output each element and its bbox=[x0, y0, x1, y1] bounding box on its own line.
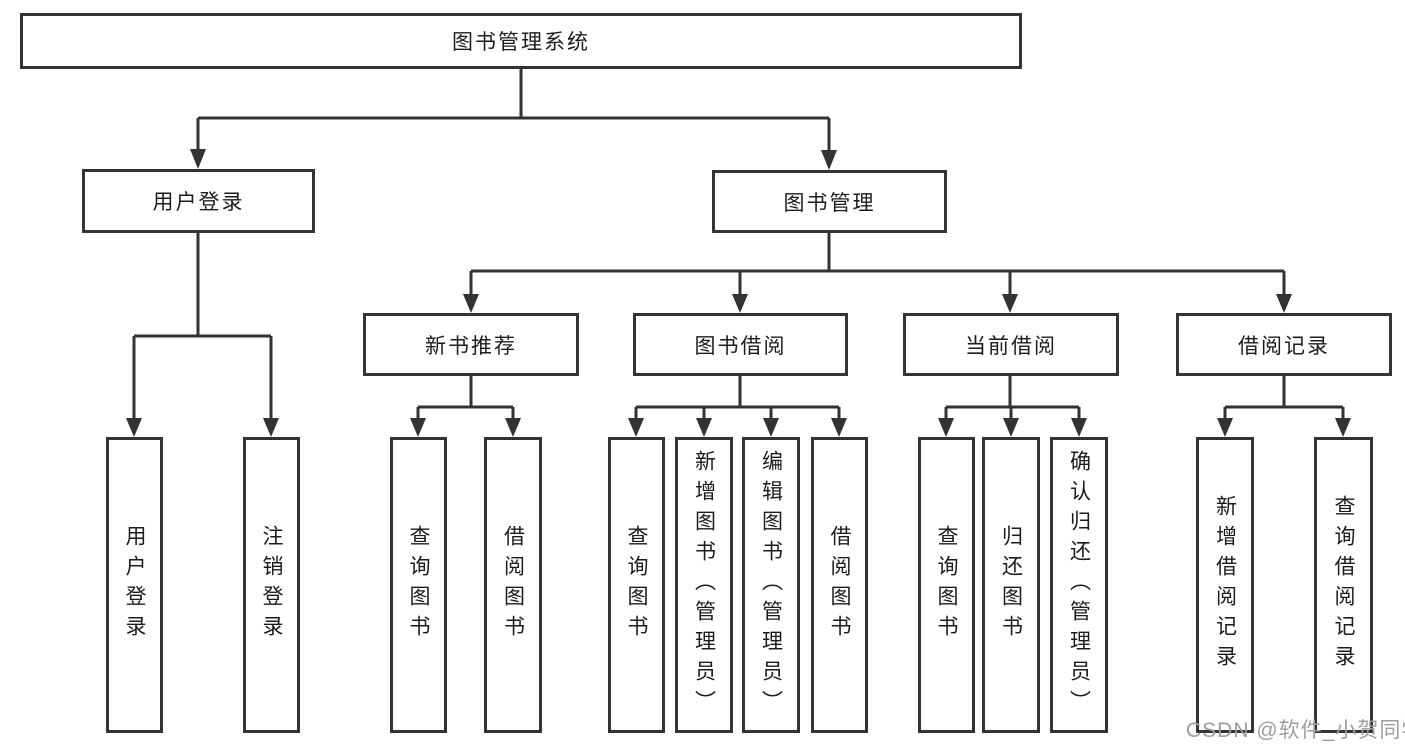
connector-root-to-level2 bbox=[190, 69, 837, 170]
leaf-user-login: 用户登录 bbox=[106, 437, 163, 733]
leaf-current-return-books: 归还图书 bbox=[982, 437, 1040, 733]
leaf-current-query-books-label: 查询图书 bbox=[935, 525, 958, 645]
leaf-records-add-record-label: 新增借阅记录 bbox=[1213, 495, 1237, 675]
node-new-book-recommend-label: 新书推荐 bbox=[425, 334, 517, 358]
leaf-borrow-query-books: 查询图书 bbox=[608, 437, 665, 733]
node-borrow-records: 借阅记录 bbox=[1176, 313, 1392, 376]
leaf-current-query-books: 查询图书 bbox=[918, 437, 975, 733]
leaf-borrow-add-books-admin-label: 新增图书（管理员） bbox=[692, 450, 716, 720]
leaf-rec-borrow-books-label: 借阅图书 bbox=[501, 525, 525, 645]
connector-records-to-leaves bbox=[1217, 376, 1351, 437]
leaf-rec-query-books: 查询图书 bbox=[390, 437, 447, 733]
connector-rec-to-leaves bbox=[410, 376, 521, 437]
leaf-borrow-add-books-admin: 新增图书（管理员） bbox=[675, 437, 733, 733]
csdn-watermark: CSDN @软件_小贺同学 bbox=[1186, 719, 1405, 742]
leaf-rec-query-books-label: 查询图书 bbox=[407, 525, 430, 645]
node-root-label: 图书管理系统 bbox=[452, 31, 590, 54]
leaf-logout: 注销登录 bbox=[243, 437, 300, 733]
node-current-borrow: 当前借阅 bbox=[903, 313, 1119, 376]
leaf-rec-borrow-books: 借阅图书 bbox=[484, 437, 542, 733]
leaf-logout-label: 注销登录 bbox=[260, 525, 283, 645]
leaf-borrow-edit-books-admin-label: 编辑图书（管理员） bbox=[759, 450, 783, 720]
node-current-borrow-label: 当前借阅 bbox=[965, 334, 1057, 358]
node-user-login-label: 用户登录 bbox=[152, 191, 245, 214]
leaf-records-query-record: 查询借阅记录 bbox=[1314, 437, 1373, 733]
node-book-management-label: 图书管理 bbox=[783, 191, 876, 215]
node-new-book-recommend: 新书推荐 bbox=[363, 313, 579, 376]
connector-mgmt-to-level3 bbox=[463, 233, 1292, 313]
leaf-current-confirm-return-admin-label: 确认归还（管理员） bbox=[1067, 450, 1091, 720]
connector-current-to-leaves bbox=[938, 376, 1087, 437]
node-book-borrow-label: 图书借阅 bbox=[694, 334, 787, 358]
leaf-borrow-query-books-label: 查询图书 bbox=[625, 525, 648, 645]
node-borrow-records-label: 借阅记录 bbox=[1238, 334, 1330, 358]
node-user-login: 用户登录 bbox=[82, 169, 315, 233]
node-root: 图书管理系统 bbox=[20, 13, 1022, 69]
leaf-user-login-label: 用户登录 bbox=[123, 525, 146, 645]
leaf-records-add-record: 新增借阅记录 bbox=[1196, 437, 1254, 733]
leaf-borrow-edit-books-admin: 编辑图书（管理员） bbox=[742, 437, 800, 733]
leaf-borrow-borrow-books: 借阅图书 bbox=[811, 437, 868, 733]
leaf-records-query-record-label: 查询借阅记录 bbox=[1332, 495, 1355, 675]
connector-borrow-to-leaves bbox=[628, 376, 847, 437]
connector-login-to-leaves bbox=[126, 233, 279, 437]
node-book-management: 图书管理 bbox=[712, 170, 947, 233]
leaf-current-return-books-label: 归还图书 bbox=[999, 525, 1023, 645]
node-book-borrow: 图书借阅 bbox=[633, 313, 848, 376]
leaf-borrow-borrow-books-label: 借阅图书 bbox=[828, 525, 851, 645]
leaf-current-confirm-return-admin: 确认归还（管理员） bbox=[1050, 437, 1108, 733]
